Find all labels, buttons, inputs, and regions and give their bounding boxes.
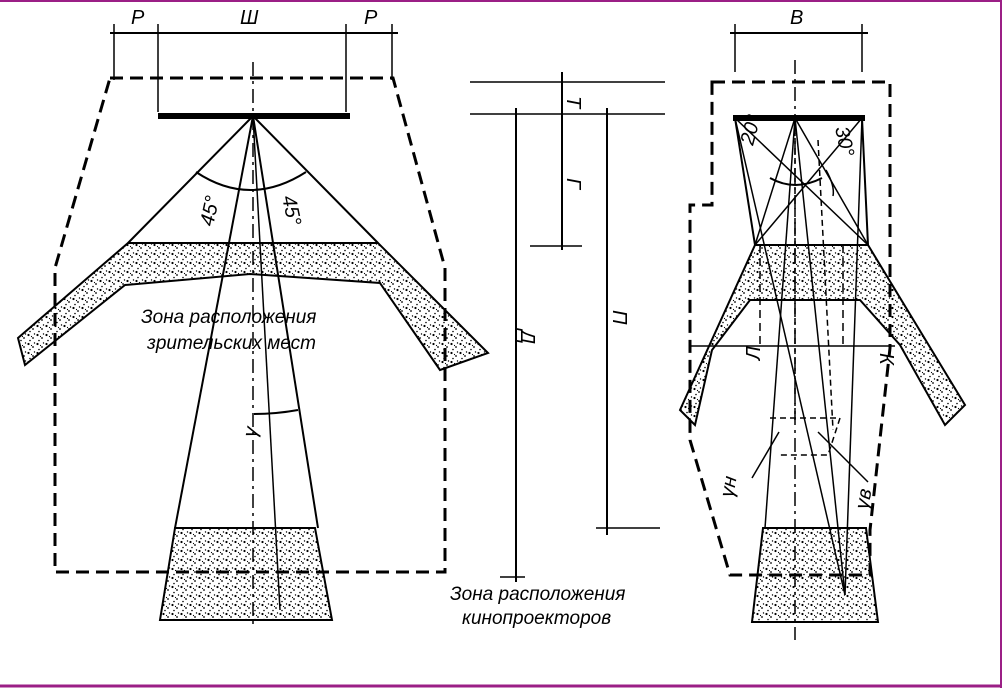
right-diagram: В 20° 30° Л К γн γв — [678, 7, 967, 640]
label-g: Г — [562, 178, 584, 191]
ray-left-45 — [127, 115, 254, 244]
label-p-left: Р — [131, 7, 145, 29]
caption-projectors-line2: кинопроекторов — [462, 608, 611, 629]
left-seating-band — [16, 242, 490, 372]
right-hall-outline — [688, 80, 892, 577]
label-v: В — [790, 7, 803, 29]
ray-right-45 — [252, 115, 379, 244]
right-angle-arc-small — [825, 169, 835, 197]
label-gamma: γ — [239, 424, 263, 439]
right-dashed-ray — [817, 139, 834, 431]
right-ray-d — [754, 117, 863, 246]
caption-seats-line1: Зона расположения — [141, 307, 316, 328]
right-proj-ray-4 — [844, 117, 863, 596]
right-gamma-box — [770, 417, 842, 456]
label-angle-right-45: 45° — [277, 193, 305, 227]
left-projector-zone — [158, 527, 334, 621]
right-seating-band — [678, 244, 967, 427]
projection-ray-right — [252, 115, 319, 529]
middle-dimensions: Т Г Д П Зона расположения кинопроекторов — [450, 72, 665, 629]
label-l: Л — [743, 346, 765, 362]
leader-gamma-n — [751, 431, 780, 479]
leader-gamma-v — [817, 431, 869, 483]
projection-ray-left — [174, 115, 254, 529]
label-angle-30: 30° — [830, 124, 858, 158]
right-proj-ray-3 — [734, 117, 846, 596]
right-proj-ray-1 — [764, 117, 796, 529]
angle-arc-45 — [195, 171, 307, 191]
left-hall-outline — [53, 76, 447, 574]
right-ray-b — [861, 117, 869, 246]
right-ray-a — [734, 117, 756, 246]
label-p-right: Р — [364, 7, 378, 29]
label-t: Т — [562, 96, 584, 110]
label-p-dim: П — [608, 310, 630, 325]
projection-ray-inner — [252, 115, 281, 611]
right-inner-dashed — [759, 245, 844, 345]
label-d: Д — [516, 328, 538, 344]
right-proj-ray-2 — [794, 117, 846, 596]
label-gamma-v: γв — [851, 487, 876, 511]
right-angle-arc — [769, 177, 823, 186]
label-k: К — [875, 353, 897, 366]
caption-seats-line2: зрительских мест — [146, 333, 316, 354]
gamma-arc — [253, 409, 299, 415]
left-diagram: Р Ш Р 45° 45° γ Зона расположения зрител… — [16, 7, 490, 625]
label-gamma-n: γн — [716, 474, 741, 499]
label-angle-left-45: 45° — [196, 194, 224, 228]
caption-projectors-line1: Зона расположения — [450, 584, 625, 605]
label-sh: Ш — [240, 7, 259, 29]
